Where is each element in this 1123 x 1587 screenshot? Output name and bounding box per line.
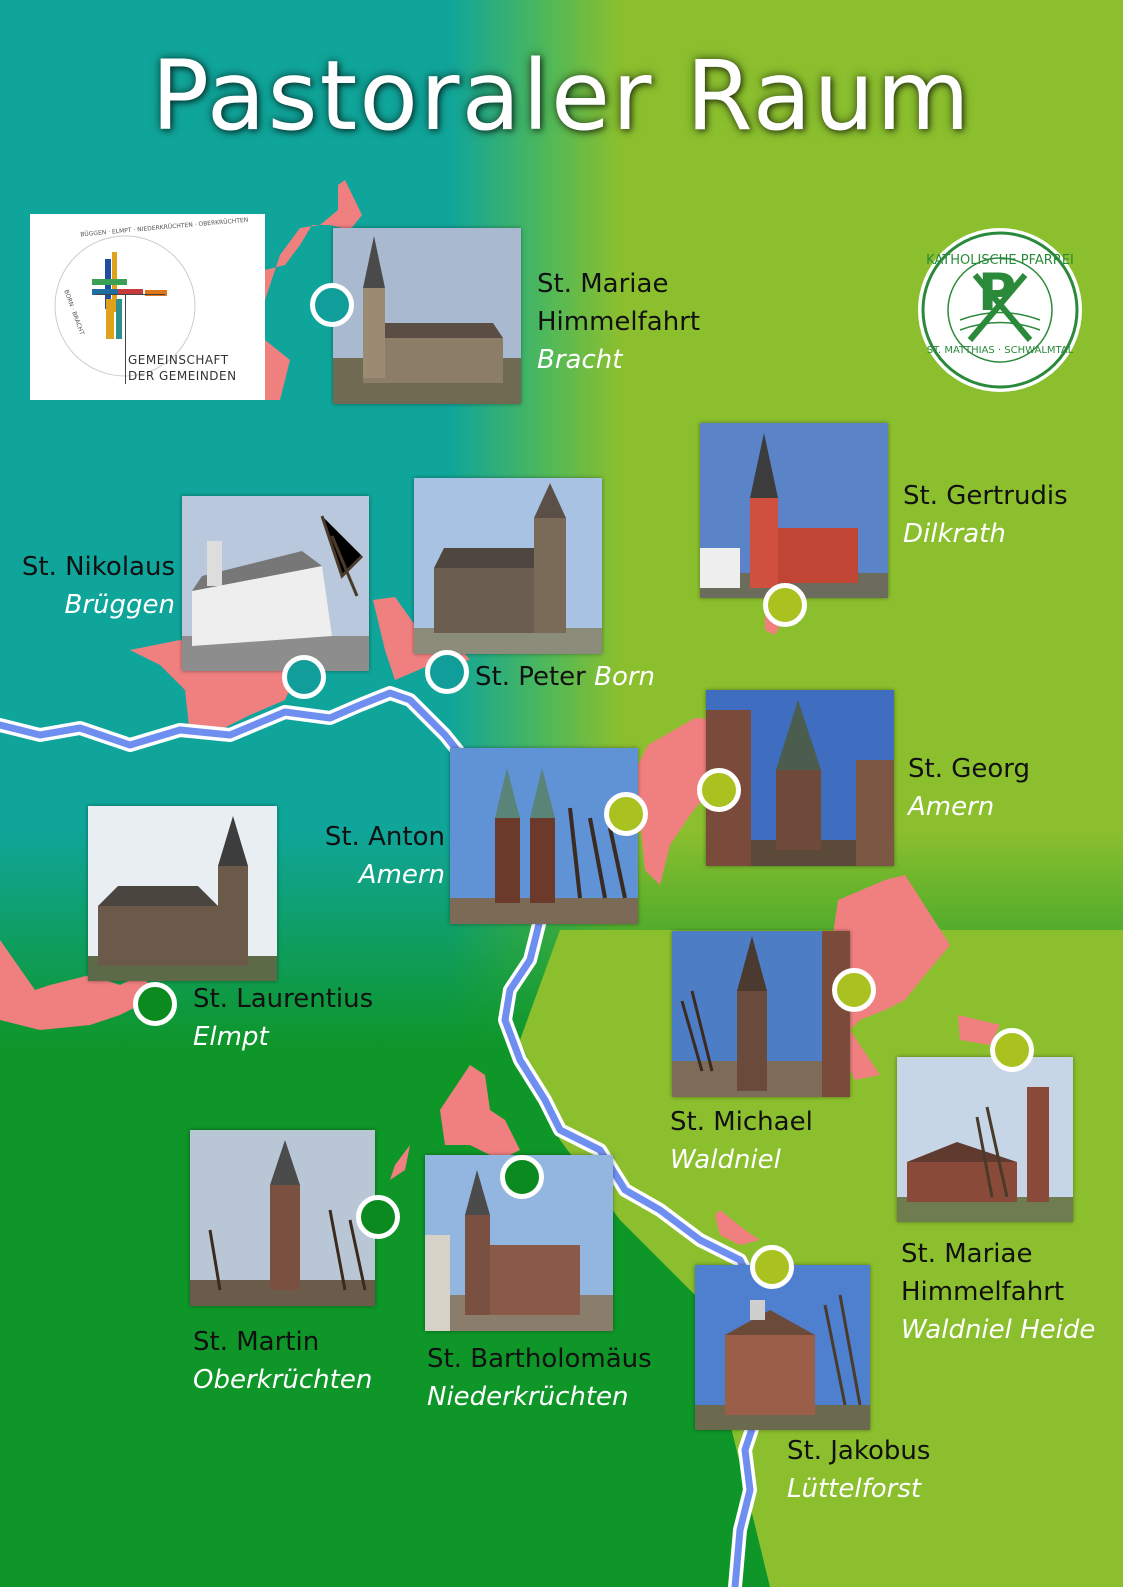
gemeinschaft-logo-graphic: [54, 235, 196, 384]
pin-oberkruechten[interactable]: [356, 1195, 400, 1239]
label-born: St. Peter Born: [475, 658, 655, 696]
pfarrei-seal-graphic: [918, 228, 1082, 392]
church-photo-amern-anton: [450, 748, 638, 924]
seal-letter: P: [978, 263, 1017, 323]
label-waldniel: St. Michael Waldniel: [670, 1103, 813, 1179]
church-place: Oberkrüchten: [193, 1365, 373, 1395]
pin-amern-anton[interactable]: [604, 792, 648, 836]
pin-waldniel-heide[interactable]: [990, 1028, 1034, 1072]
pin-dilkrath[interactable]: [763, 583, 807, 627]
church-name: St. Laurentius: [193, 984, 374, 1014]
church-name: St. Anton: [324, 822, 445, 852]
label-amern-georg: St. Georg Amern: [908, 750, 1030, 826]
label-brueggen: St. Nikolaus Brüggen: [10, 548, 175, 624]
pfarrei-logo: KATHOLISCHE PFARREI ST. MATTHIAS · SCHWA…: [915, 225, 1085, 395]
pin-luettelforst[interactable]: [750, 1245, 794, 1289]
church-place: Born: [594, 662, 656, 692]
gemeinschaft-logo: GEMEINSCHAFT DER GEMEINDEN BÜGGEN · ELMP…: [30, 214, 265, 400]
church-place: Dilkrath: [903, 519, 1006, 549]
pin-born[interactable]: [425, 650, 469, 694]
church-place: Bracht: [537, 345, 623, 375]
label-waldniel-heide: St. Mariae Himmelfahrt Waldniel Heide: [901, 1235, 1095, 1349]
label-amern-anton: St. Anton Amern: [270, 818, 445, 894]
church-name: St. Peter: [475, 662, 586, 692]
pin-bracht[interactable]: [310, 283, 354, 327]
church-place: Lüttelforst: [787, 1474, 922, 1504]
pin-brueggen[interactable]: [282, 655, 326, 699]
church-name: Himmelfahrt: [537, 307, 701, 337]
town-area-luettelforst: [715, 1210, 760, 1245]
church-place: Waldniel Heide: [901, 1315, 1096, 1345]
town-area-bracht: [265, 180, 362, 400]
church-name: St. Jakobus: [787, 1436, 931, 1466]
pin-amern-georg[interactable]: [697, 768, 741, 812]
church-name: St. Nikolaus: [21, 552, 175, 582]
church-place: Amern: [908, 792, 995, 822]
logo-name-line1: GEMEINSCHAFT: [128, 353, 229, 367]
church-place: Niederkrüchten: [427, 1382, 629, 1412]
church-place: Brüggen: [64, 590, 176, 620]
church-photo-elmpt: [88, 806, 277, 981]
church-name: St. Michael: [670, 1107, 813, 1137]
town-areas: [0, 180, 1000, 1245]
label-niederkruechten: St. Bartholomäus Niederkrüchten: [427, 1340, 652, 1416]
page-title: Pastoraler Raum: [151, 40, 972, 152]
church-photo-luettelforst: [695, 1265, 870, 1430]
pin-waldniel[interactable]: [832, 968, 876, 1012]
church-name: St. Martin: [193, 1327, 320, 1357]
seal-bottom-text: ST. MATTHIAS · SCHWALMTAL: [926, 345, 1074, 356]
label-elmpt: St. Laurentius Elmpt: [193, 980, 373, 1056]
church-place: Elmpt: [193, 1022, 269, 1052]
town-area-niederkruechten: [440, 1065, 520, 1160]
church-name: St. Mariae: [537, 269, 669, 299]
church-photo-born: [414, 478, 602, 654]
town-area-waldniel-heide: [958, 1015, 1000, 1045]
church-photo-waldniel: [672, 931, 850, 1097]
pin-niederkruechten[interactable]: [500, 1155, 544, 1199]
church-photo-oberkruechten: [190, 1130, 375, 1306]
church-name: St. Bartholomäus: [427, 1344, 652, 1374]
church-photo-brueggen: [182, 496, 369, 671]
church-name: St. Mariae: [901, 1239, 1033, 1269]
town-area-elmpt: [0, 940, 160, 1030]
church-name: St. Georg: [908, 754, 1031, 784]
pin-elmpt[interactable]: [133, 982, 177, 1026]
church-photo-waldniel-heide: [897, 1057, 1073, 1222]
town-area-oberkruechten: [390, 1145, 410, 1180]
church-place: Waldniel: [670, 1145, 781, 1175]
logo-name-line2: DER GEMEINDEN: [128, 369, 237, 383]
label-dilkrath: St. Gertrudis Dilkrath: [903, 477, 1068, 553]
label-oberkruechten: St. Martin Oberkrüchten: [193, 1323, 372, 1399]
church-place: Amern: [358, 860, 445, 890]
seal-top-text: KATHOLISCHE PFARREI: [926, 253, 1074, 268]
town-area-waldniel: [820, 875, 950, 1080]
church-name: Himmelfahrt: [901, 1277, 1065, 1307]
label-bracht: St. Mariae Himmelfahrt Bracht: [537, 265, 700, 379]
church-photo-bracht: [333, 228, 521, 404]
church-photo-dilkrath: [700, 423, 888, 598]
church-name: St. Gertrudis: [903, 481, 1068, 511]
label-luettelforst: St. Jakobus Lüttelforst: [787, 1432, 930, 1508]
